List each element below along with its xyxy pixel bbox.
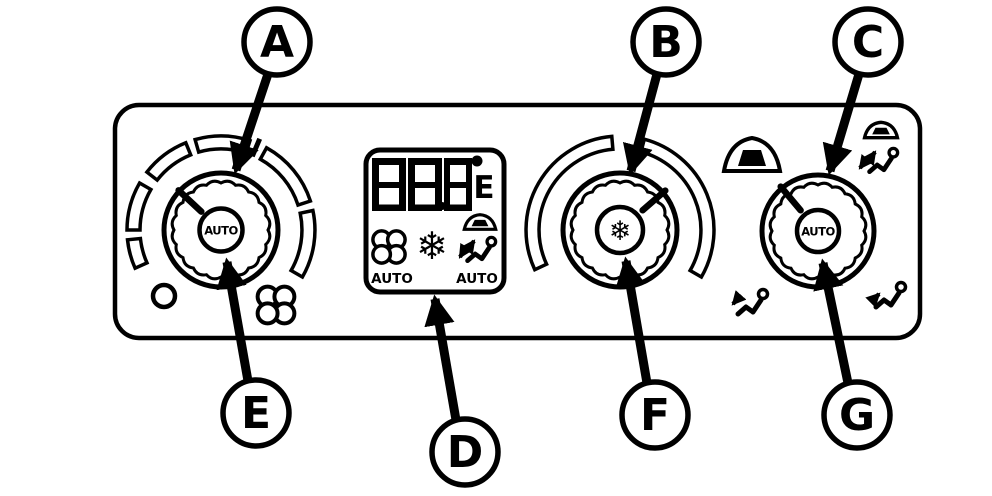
- callout-arrow-c: [822, 72, 864, 176]
- svg-text:E: E: [241, 388, 271, 439]
- airflow-mode-icon: [458, 213, 496, 261]
- svg-text:F: F: [640, 390, 670, 441]
- fan-icon: [255, 284, 297, 326]
- callout-arrow-e: [216, 257, 253, 382]
- display-auto-left: AUTO: [371, 271, 413, 287]
- svg-text:A: A: [260, 17, 294, 68]
- fan-scale-segment: [144, 140, 193, 183]
- temp-center-button[interactable]: ❄: [594, 204, 646, 256]
- fan-off-indicator: [150, 282, 178, 310]
- callout-c: C: [832, 6, 904, 78]
- callout-a: A: [241, 6, 313, 78]
- callout-arrow-f: [615, 256, 652, 384]
- display-temp-letter: E: [473, 170, 494, 206]
- callout-g: G: [821, 379, 893, 451]
- fan-scale-segment: [288, 208, 317, 280]
- temperature-knob[interactable]: ❄: [524, 134, 716, 290]
- callout-arrow-a: [229, 72, 273, 175]
- fan-icon: [371, 229, 407, 265]
- temp-knob-pointer: [639, 187, 669, 214]
- callout-arrow-d: [424, 294, 461, 421]
- decimal-dot-icon: [438, 202, 446, 210]
- climate-display: E ❄ AUTO AUTO: [363, 147, 507, 295]
- mode-auto-button[interactable]: AUTO: [794, 207, 842, 255]
- defrost-icon: [721, 135, 783, 173]
- svg-text:D: D: [447, 427, 484, 478]
- mode-knob[interactable]: AUTO: [721, 120, 906, 315]
- callout-e: E: [220, 377, 292, 449]
- fan-speed-knob[interactable]: AUTO: [125, 134, 317, 326]
- temp-scale-arc: [524, 134, 615, 273]
- svg-text:B: B: [649, 17, 683, 68]
- display-digits: [372, 158, 472, 211]
- callouts: A B C D E F G: [220, 6, 904, 488]
- fan-auto-button[interactable]: AUTO: [197, 206, 245, 254]
- vent-airflow-icon: [865, 283, 906, 308]
- display-auto-right: AUTO: [456, 271, 498, 287]
- callout-d: D: [429, 416, 501, 488]
- fan-scale-segment: [257, 145, 313, 208]
- mode-knob-pointer: [777, 183, 804, 214]
- callout-f: F: [619, 379, 691, 451]
- defog-floor-icon: [858, 120, 898, 171]
- svg-text:AUTO: AUTO: [801, 225, 835, 239]
- floor-airflow-icon: [731, 290, 768, 315]
- callout-b: B: [630, 6, 702, 78]
- fan-scale-segment: [125, 236, 150, 271]
- degree-dot-icon: [471, 155, 483, 167]
- svg-text:G: G: [839, 390, 875, 441]
- fan-scale-segment: [125, 180, 154, 232]
- svg-text:AUTO: AUTO: [204, 224, 238, 238]
- snowflake-icon: ❄: [609, 216, 632, 247]
- callout-arrow-b: [622, 72, 662, 176]
- callout-arrow-g: [813, 258, 853, 384]
- callout-arrows: [216, 72, 864, 421]
- svg-text:C: C: [852, 17, 884, 68]
- fan-knob-pointer: [175, 187, 205, 215]
- panel-outline: [112, 102, 923, 341]
- snowflake-icon: ❄: [416, 224, 448, 268]
